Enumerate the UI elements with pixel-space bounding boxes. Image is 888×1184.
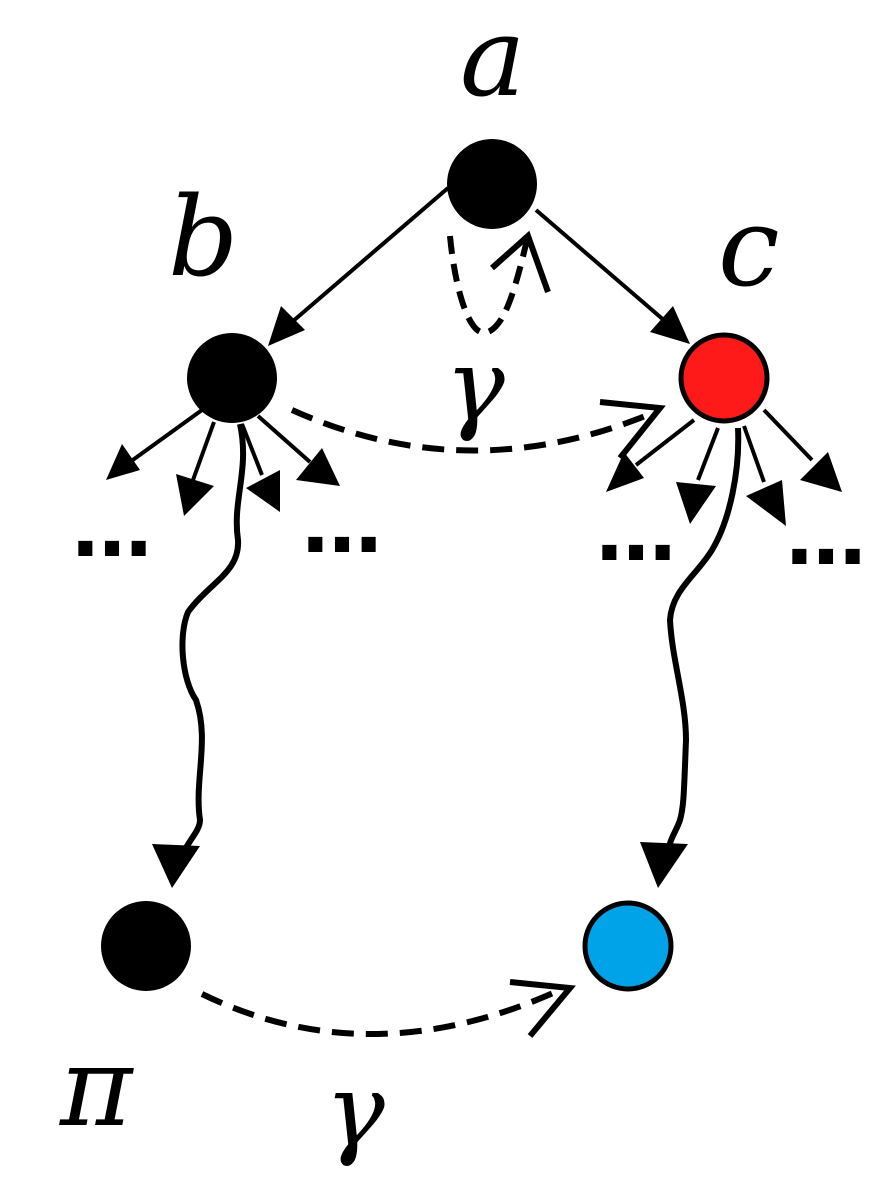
node-target [582,900,674,992]
path-b-to-pi [152,423,247,888]
label-a: a [460,0,526,121]
ellipsis-c-left: … [596,486,676,579]
ellipsis-c-right: … [786,490,866,583]
node-a [447,139,537,229]
edge-a-to-b [268,186,450,346]
ellipsis-b-left: … [72,482,152,575]
label-b: b [168,173,238,301]
label-c: c [718,183,780,311]
fan-arrows-b [106,408,340,516]
fan-arrows-c [606,408,842,526]
node-b [187,333,277,423]
label-pi: π [59,1023,134,1151]
path-c-to-target [640,427,742,888]
node-pi [101,901,191,991]
node-c [678,332,770,424]
label-gamma-bottom: γ [325,1052,385,1169]
label-gamma-top: γ [445,327,505,444]
dashed-edge-pi-to-target [200,979,576,1038]
ellipsis-b-right: … [302,478,382,571]
dashed-edge-b-to-c [290,399,666,460]
edge-a-to-c [534,208,690,344]
self-loop-a-dashed [447,230,551,336]
